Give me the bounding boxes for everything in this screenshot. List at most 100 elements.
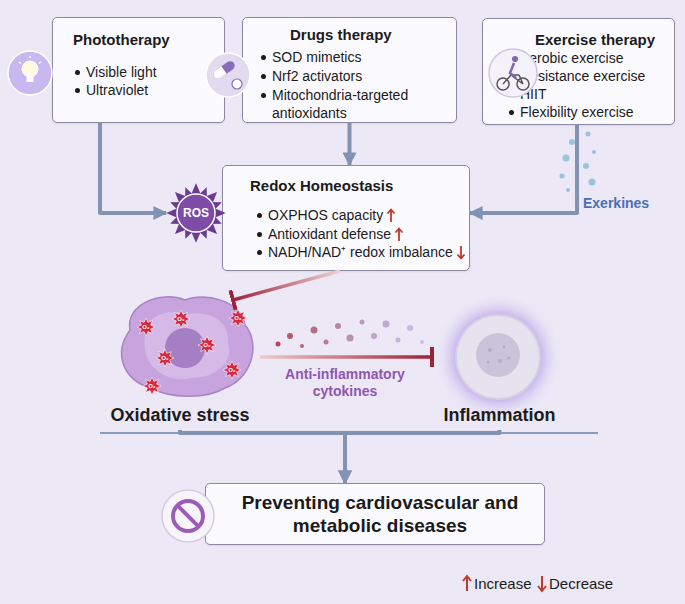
cell-nucleus <box>165 328 205 368</box>
arrow-connector <box>470 125 577 213</box>
bike-frame <box>503 75 523 84</box>
ros-star <box>172 310 190 328</box>
oxygen-label: O₂ <box>228 314 248 322</box>
capsule <box>212 59 237 80</box>
dot <box>407 325 413 331</box>
dot <box>276 342 281 347</box>
dot <box>487 361 490 364</box>
rider-body <box>510 63 516 78</box>
rider-head <box>512 56 518 62</box>
dot <box>311 327 318 334</box>
node-text: Inflammation <box>432 404 567 426</box>
legend-down-arrow <box>538 576 546 591</box>
cell-node: Inflammation <box>432 300 567 430</box>
dot <box>503 346 506 349</box>
therapy-box: Drugs therapySOD mimeticsNrf2 activators… <box>242 17 457 123</box>
dot <box>508 357 511 360</box>
ros-burst <box>160 177 233 250</box>
dot <box>383 321 390 328</box>
cytokine-dots <box>276 320 425 349</box>
bullet-text: Nrf2 activators <box>258 67 362 85</box>
icon-circle <box>8 51 52 95</box>
exerkine-dots <box>560 132 597 193</box>
bullet-text: Antioxidant defense <box>254 225 391 243</box>
oxygen-label: O₂ <box>171 315 191 323</box>
inhibit-connector <box>233 271 340 300</box>
ros-star <box>229 309 247 327</box>
therapy-box: PhototherapyVisible lightUltraviolet <box>52 17 225 123</box>
node-text: Oxidative stress <box>100 404 260 426</box>
oxygen-label: O₂ <box>155 354 175 362</box>
bullet-text: NADH/NAD⁺ redox imbalance <box>254 243 453 261</box>
oxygen-label: O₂ <box>222 366 242 374</box>
burst <box>166 183 225 242</box>
dot <box>396 338 401 343</box>
icon-circle <box>162 490 214 542</box>
bike-icon <box>489 49 537 97</box>
dot <box>371 333 377 339</box>
bullet-text: Ultraviolet <box>72 81 148 99</box>
box-heading: Phototherapy <box>73 31 170 49</box>
oxygen-label: O₂ <box>142 382 162 390</box>
dot <box>569 139 575 145</box>
arrow-glyph <box>457 246 464 259</box>
dot <box>592 150 596 154</box>
bullet-text: Resistance exercise <box>506 67 645 85</box>
dot <box>420 340 424 344</box>
ros-star <box>143 377 161 395</box>
box-heading: Exercise therapy <box>535 31 655 49</box>
dot <box>560 174 565 179</box>
dot <box>498 359 502 363</box>
redox-box: Redox HomeostasisOXPHOS capacityAntioxid… <box>166 165 470 271</box>
bullet-text: Mitochondria-targeted antioxidants <box>258 86 442 122</box>
dot <box>360 320 365 325</box>
nucleus-speckles <box>487 346 511 364</box>
increase-arrow <box>394 227 404 242</box>
increase-arrow <box>386 208 396 223</box>
wheel <box>517 78 529 90</box>
outcome-box: Preventing cardiovascular and metabolic … <box>205 483 545 545</box>
ros-label: ROS <box>176 206 216 220</box>
oxygen-label: O₂ <box>197 341 217 349</box>
node-text: Preventing cardiovascular and metabolic … <box>235 491 525 537</box>
immune-cell <box>456 315 540 399</box>
dot <box>287 333 293 339</box>
bulb-base <box>27 76 34 82</box>
arrow-connector <box>348 123 352 165</box>
inhibit-connector <box>260 355 432 359</box>
decrease-arrow <box>456 245 466 260</box>
prohibit-icon <box>162 490 214 542</box>
capsule-half <box>212 59 237 80</box>
burst-core <box>177 194 215 232</box>
arrow-connector <box>345 430 500 483</box>
arrow-glyph <box>395 229 402 242</box>
therapy-box: Exercise therapyAerobic exerciseResistan… <box>482 18 675 125</box>
edge-label: Exerkines <box>583 195 649 212</box>
edge-label: Anti-inflammatory cytokines <box>275 366 415 400</box>
inflammation-glow <box>434 293 562 421</box>
ros-star <box>137 318 155 336</box>
legend-up-arrow <box>463 576 471 591</box>
dot <box>583 163 589 169</box>
cell-nucleus <box>476 333 520 377</box>
box-heading: Drugs therapy <box>290 26 392 44</box>
cell-inner <box>144 312 229 379</box>
dot <box>324 340 329 345</box>
lightbulb-icon <box>8 51 52 95</box>
burst <box>160 177 233 250</box>
box-heading: Redox Homeostasis <box>250 177 393 195</box>
wheel <box>497 78 509 90</box>
dot <box>335 323 341 329</box>
ros-star <box>198 336 216 354</box>
cell-body <box>122 297 253 396</box>
arrow-connector <box>180 430 345 483</box>
prohibit-ring <box>173 501 203 531</box>
icon-circle <box>489 49 537 97</box>
dot <box>300 344 304 348</box>
pills-icon <box>206 53 250 97</box>
bullet-text: SOD mimetics <box>258 48 361 66</box>
ros-star <box>223 361 241 379</box>
bulb-rays <box>19 56 41 64</box>
